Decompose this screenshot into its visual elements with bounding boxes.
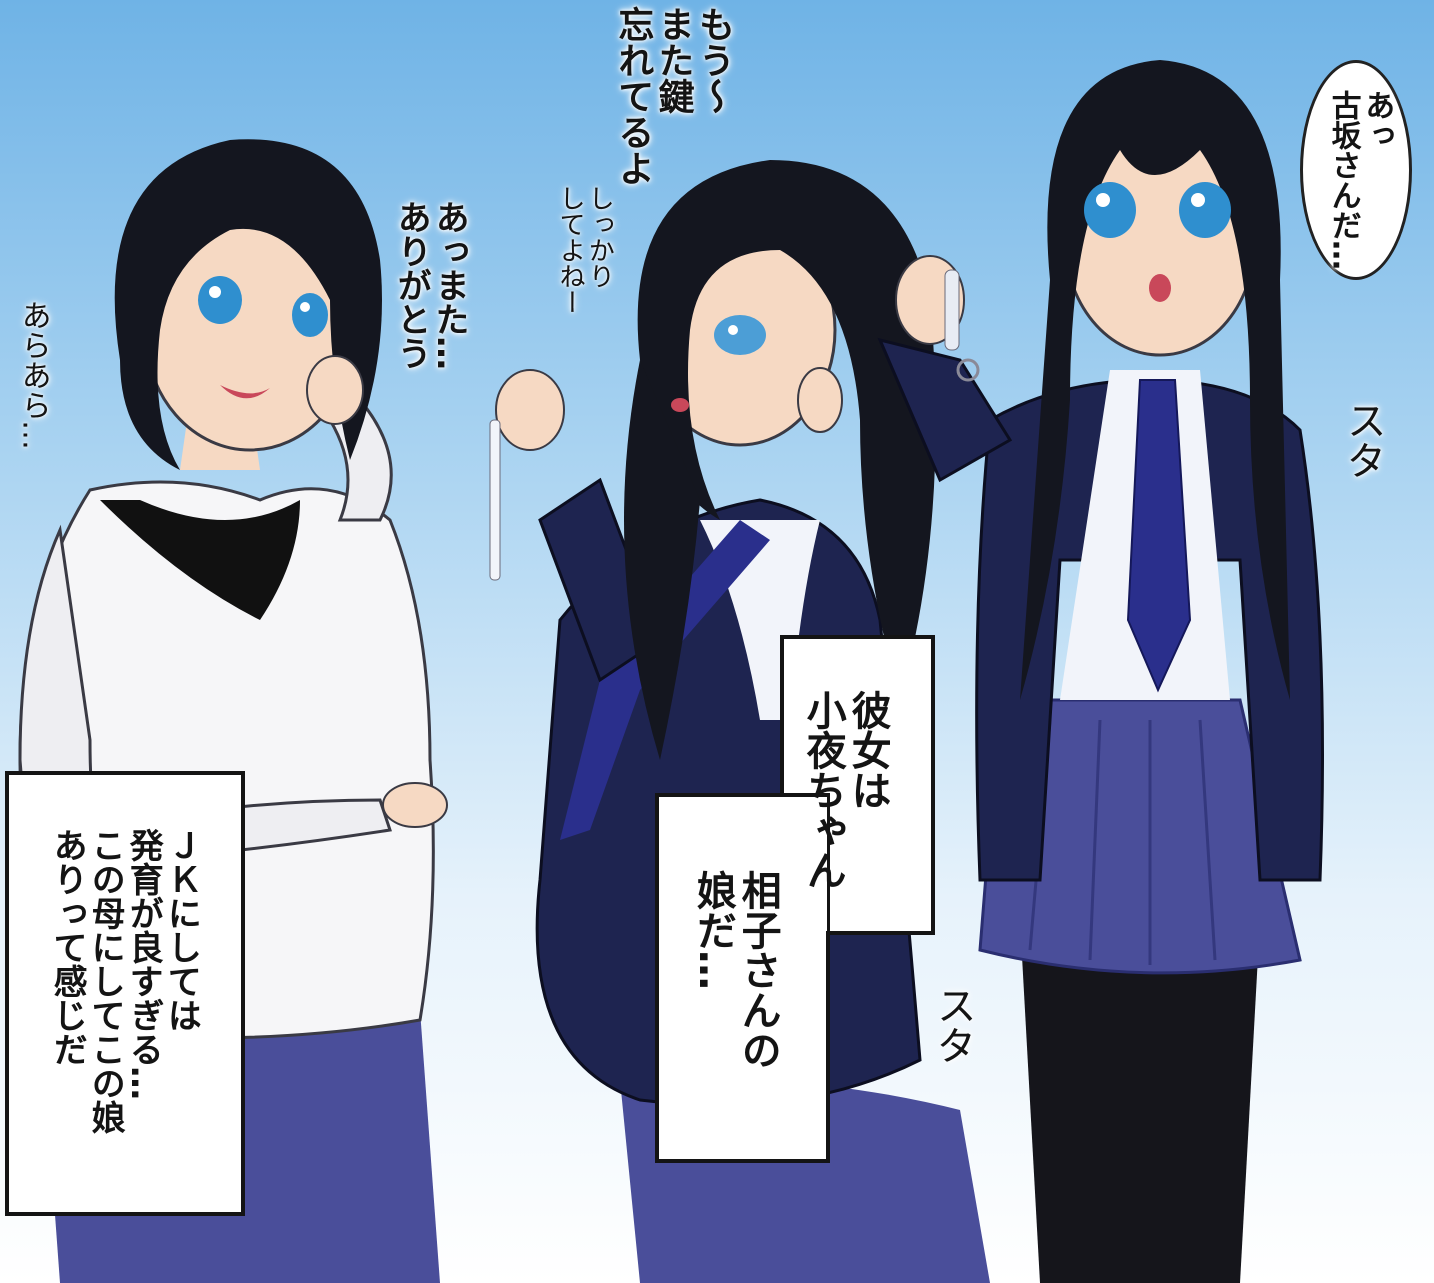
narration-text-center-bottom: 相子さんの 娘だ… — [689, 870, 781, 1070]
girl-right-figure — [877, 60, 1324, 1283]
speech-text-mother-laugh: あらあら… — [15, 300, 51, 450]
narration-box-joint — [784, 797, 827, 931]
speech-text-center-top: もう〜 また鍵 忘れてるよ — [612, 6, 734, 186]
speech-text-mother-thanks: あっまた… ありがとう — [391, 200, 470, 370]
narration-text-center-top: 彼女は 小夜ちゃん — [799, 690, 891, 890]
sfx-footstep-right: スタ — [1339, 400, 1386, 480]
speech-text-center-small: しっかり してよねー — [555, 185, 615, 315]
sfx-footstep-center: スタ — [929, 985, 976, 1065]
narration-text-left: ＪＫにしては 発育が良すぎる… この母にしてこの娘 ありって感じだ — [47, 828, 202, 1134]
narration-box-left — [5, 771, 245, 1216]
speech-text-girl: あっ 古坂さんだ… — [1325, 90, 1395, 270]
speech-bubble — [1300, 60, 1412, 280]
